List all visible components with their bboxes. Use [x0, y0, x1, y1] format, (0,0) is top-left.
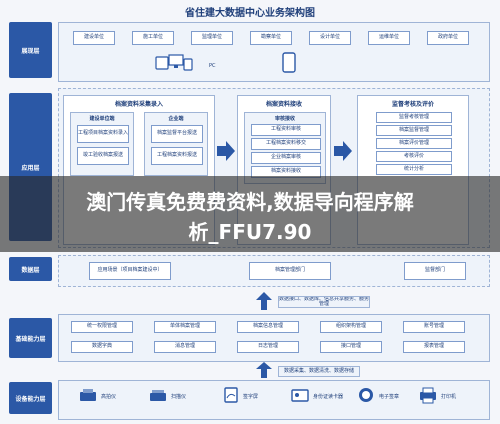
id-card-reader-icon — [291, 389, 309, 402]
device-label: 身份证读卡器 — [313, 394, 344, 400]
supervision-item: 统计分析 — [376, 164, 452, 175]
review-item: 工程资料审核 — [251, 124, 321, 136]
base-panel: 统一权限管理 单体档案管理 档案信息管理 组织架构管理 账号管理 数据字典 消息… — [58, 314, 490, 362]
top-module: 设计单位 — [309, 31, 351, 45]
data-item: 监督部门 — [404, 262, 466, 280]
layer-label-data: 数据层 — [9, 257, 52, 281]
top-module: 施工单位 — [132, 31, 174, 45]
review-group: 审核接收 工程资料审核 工程档案资料移交 企业档案审核 档案资料接收 — [244, 112, 326, 184]
build-unit-group: 建设单位端 工程项目档案资料录入 竣工验收档案报送 — [70, 112, 134, 176]
base-item: 消息管理 — [154, 341, 216, 353]
device-label: 电子签章 — [379, 394, 400, 400]
e-seal-icon — [359, 388, 373, 402]
base-item: 组织架构管理 — [320, 321, 382, 333]
review-title: 审核接收 — [274, 116, 295, 122]
build-unit-item: 工程项目档案资料录入 — [77, 125, 129, 143]
build-unit-item: 竣工验收档案报送 — [77, 147, 129, 165]
layer-label-display: 展现层 — [9, 22, 52, 78]
scanner-icon — [150, 390, 166, 401]
data-item: 应用场景（项目档案建设中） — [89, 262, 171, 280]
base-item: 统一权限管理 — [71, 321, 133, 333]
top-module: 建设单位 — [73, 31, 115, 45]
base-item: 单体档案管理 — [154, 321, 216, 333]
review-item: 工程档案资料移交 — [251, 138, 321, 150]
base-item: 账号管理 — [403, 321, 465, 333]
signature-pad-icon — [224, 387, 238, 403]
review-item: 企业档案审核 — [251, 152, 321, 164]
support-bar: 数据采集、数据清洗、数据存储 — [278, 366, 360, 377]
up-arrow-icon — [256, 292, 272, 310]
device-label: 打印机 — [441, 394, 457, 400]
corp-item: 档案监督平台报送 — [151, 125, 203, 143]
supervision-item: 监督考核管理 — [376, 112, 452, 123]
scanner-icon — [80, 389, 96, 401]
base-item: 数据字典 — [71, 341, 133, 353]
corp-group: 企业端 档案监督平台报送 工程档案资料报送 — [144, 112, 208, 176]
corp-item: 工程档案资料报送 — [151, 147, 203, 165]
pc-devices-icon — [155, 54, 193, 71]
device-label: 扫描仪 — [171, 394, 187, 400]
layer-label-device: 设备能力层 — [9, 382, 52, 414]
pc-label: PC — [209, 63, 216, 69]
up-arrow-icon — [256, 362, 272, 378]
corp-title: 企业端 — [168, 116, 184, 122]
base-item: 日志管理 — [237, 341, 299, 353]
supervision-title: 监督考核及评价 — [391, 101, 434, 108]
top-module: 监理单位 — [191, 31, 233, 45]
top-module: 勘察单位 — [250, 31, 292, 45]
base-item: 档案信息管理 — [237, 321, 299, 333]
right-arrow-icon — [217, 141, 235, 161]
banner-line-2: 析_FFU7.90 — [188, 220, 312, 244]
top-module: 运维单位 — [368, 31, 410, 45]
data-panel: 应用场景（项目档案建设中） 档案管理部门 监督部门 — [58, 255, 490, 287]
printer-icon — [420, 387, 436, 404]
right-arrow-icon — [334, 141, 352, 161]
title-banner: 澳门传真免费费资料,数据导向程序解 析_FFU7.90 — [0, 176, 500, 252]
device-panel: 高拍仪 扫描仪 签字屏 身份证读卡器 电子签章 打印机 — [58, 380, 490, 420]
device-label: 签字屏 — [243, 394, 259, 400]
supervision-item: 档案监督管理 — [376, 125, 452, 136]
banner-line-1: 澳门传真免费费资料,数据导向程序解 — [86, 190, 414, 214]
display-panel: 建设单位 施工单位 监理单位 勘察单位 设计单位 运维单位 政府单位 PC — [58, 22, 490, 82]
diagram-title: 省住建大数据中心业务架构图 — [185, 8, 315, 19]
build-unit-title: 建设单位端 — [89, 116, 115, 122]
supervision-item: 考核评价 — [376, 151, 452, 162]
base-item: 报表管理 — [403, 341, 465, 353]
base-item: 接口管理 — [320, 341, 382, 353]
device-label: 高拍仪 — [101, 394, 117, 400]
collection-title: 档案资料采集录入 — [114, 101, 163, 108]
supervision-item: 档案评价管理 — [376, 138, 452, 149]
data-item: 档案管理部门 — [249, 262, 331, 280]
receive-title: 档案资料接收 — [265, 101, 302, 108]
tablet-icon — [282, 52, 296, 73]
layer-label-base: 基础能力层 — [9, 318, 52, 358]
interface-bar: 数据接口、数据库、信息共享服务、服务管理 — [278, 296, 370, 308]
top-module: 政府单位 — [427, 31, 469, 45]
